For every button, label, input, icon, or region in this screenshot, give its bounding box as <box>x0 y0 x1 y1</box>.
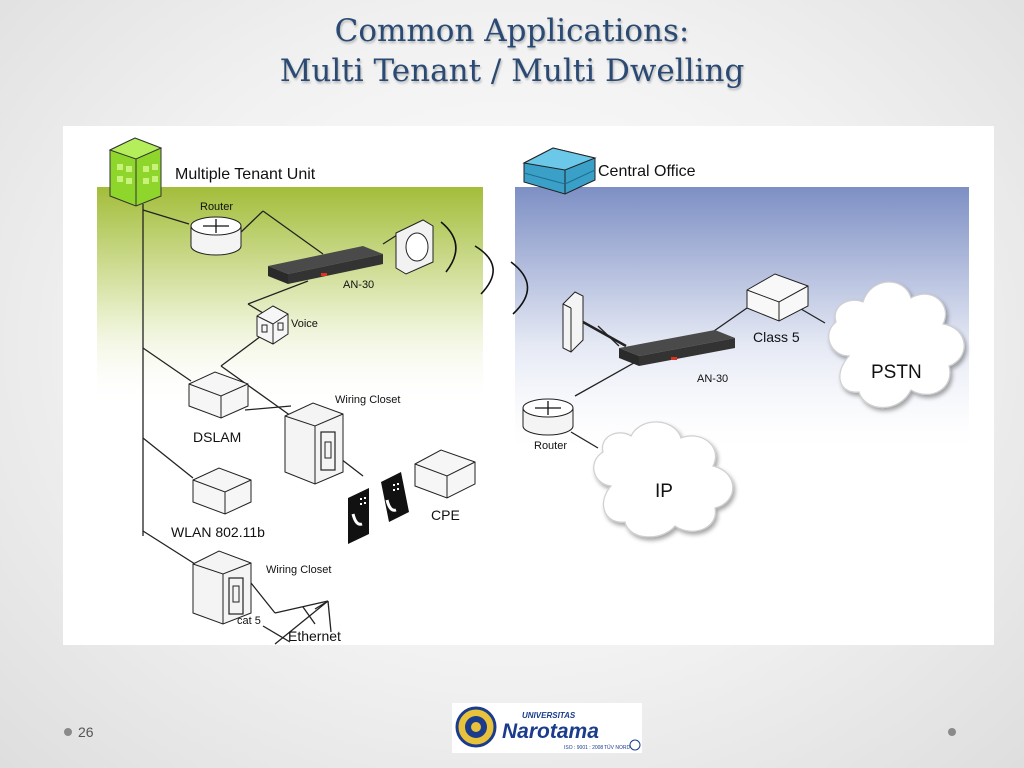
central-office-building-icon <box>522 147 597 195</box>
central-office-label: Central Office <box>598 163 696 180</box>
co-router-icon <box>522 398 574 436</box>
network-diagram: Multiple Tenant Unit Central Office Rout… <box>63 126 994 645</box>
svg-text:ISO : 9001 : 2008: ISO : 9001 : 2008 <box>564 745 603 751</box>
ip-label: IP <box>655 481 673 502</box>
mtu-an30-label: AN-30 <box>343 279 374 291</box>
svg-text:UNIVERSITAS: UNIVERSITAS <box>522 711 576 720</box>
mtu-label: Multiple Tenant Unit <box>175 166 316 183</box>
page-number: 26 <box>78 724 94 740</box>
class5-label: Class 5 <box>753 329 800 345</box>
wiring-closet-2-icon <box>192 550 252 625</box>
mtu-zone <box>97 187 483 407</box>
pstn-cloud-icon <box>828 281 965 409</box>
wiring-closet-1-icon <box>284 402 344 485</box>
mtu-an30-device-icon <box>268 246 383 284</box>
mtu-antenna-icon <box>395 219 434 275</box>
mtu-router-icon <box>190 216 242 256</box>
wlan-label: WLAN 802.11b <box>171 524 265 540</box>
footer-bullet-right <box>948 728 956 736</box>
cpe-label: CPE <box>431 507 460 523</box>
telephone-icon <box>348 472 409 544</box>
university-logo: UNIVERSITAS Narotama ISO : 9001 : 2008 T… <box>452 703 642 753</box>
class5-switch-icon <box>746 273 809 322</box>
ip-cloud-icon <box>593 421 734 538</box>
svg-text:Narotama: Narotama <box>502 720 599 743</box>
mtu-router-label: Router <box>200 201 233 213</box>
voice-label: Voice <box>291 318 318 330</box>
co-an30-device-icon <box>619 330 735 366</box>
footer-bullet-left <box>64 728 72 736</box>
pstn-label: PSTN <box>871 362 922 383</box>
wiring-closet-2-label: Wiring Closet <box>266 564 331 576</box>
ethernet-label: Ethernet <box>288 628 341 644</box>
wireless-link-arcs <box>440 221 529 315</box>
slide-title-line-2: Multi Tenant / Multi Dwelling <box>279 53 745 89</box>
voice-box-icon <box>256 305 289 345</box>
svg-text:TÜV NORD: TÜV NORD <box>604 744 631 751</box>
co-antenna-icon <box>562 291 584 353</box>
wlan-box-icon <box>192 467 252 515</box>
multiple-tenant-unit-building-icon <box>108 137 163 207</box>
dslam-box-icon <box>188 371 249 419</box>
dslam-label: DSLAM <box>193 429 241 445</box>
connection-lines <box>142 204 826 645</box>
cpe-box-icon <box>414 449 476 499</box>
co-router-label: Router <box>534 440 567 452</box>
slide-title-line-1: Common Applications: <box>334 13 690 49</box>
wiring-closet-1-label: Wiring Closet <box>335 394 400 406</box>
cat5-label: cat 5 <box>237 615 261 627</box>
co-an30-label: AN-30 <box>697 373 728 385</box>
